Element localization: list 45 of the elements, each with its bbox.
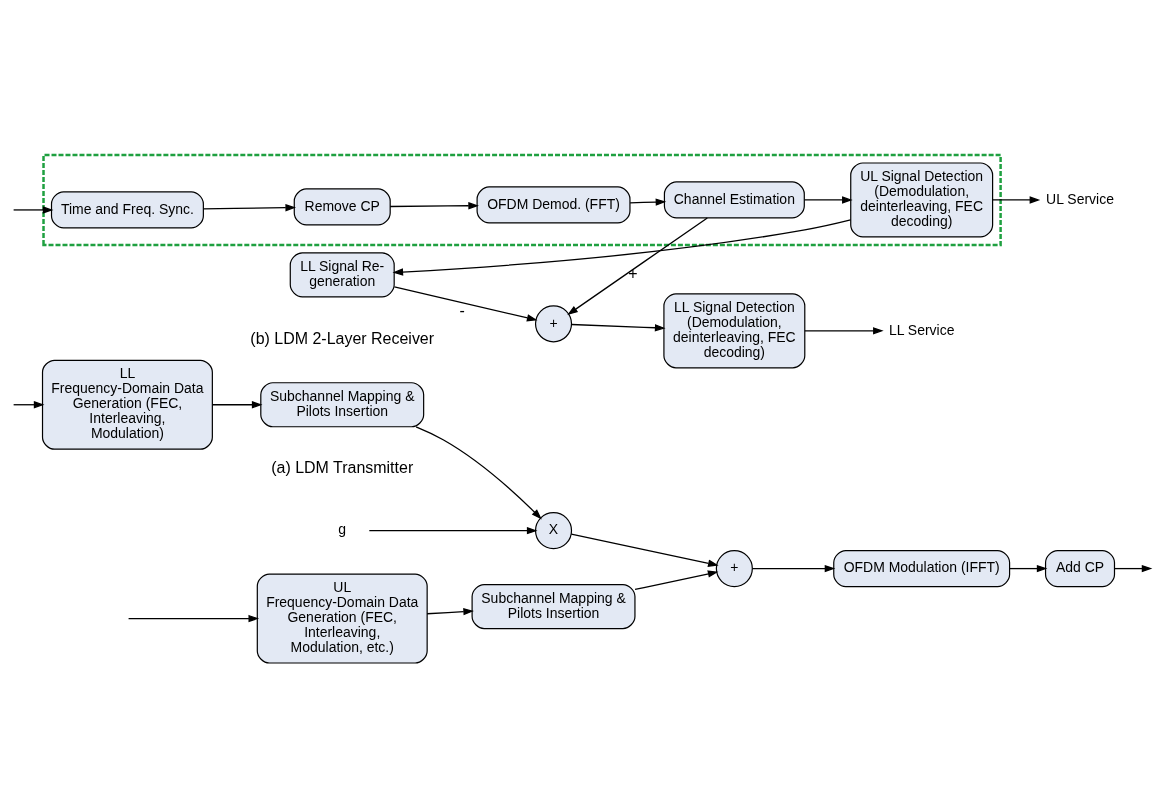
node-circle: + — [715, 550, 753, 588]
label: (a) LDM Transmitter — [271, 459, 414, 477]
arrow — [12, 401, 45, 409]
node-text: g — [338, 521, 347, 538]
node-box: Subchannel Mapping & Pilots Insertion — [260, 382, 425, 428]
arrow — [570, 533, 719, 567]
node-circle: X — [534, 512, 573, 550]
node-box: LL Signal Detection (Demodulation, deinterleaving, FEC decoding) — [663, 293, 806, 369]
arrow — [1009, 564, 1048, 573]
node-box: Add CP — [1044, 550, 1116, 588]
arrow — [567, 217, 708, 315]
node-text: UL Service — [1046, 190, 1114, 207]
node-box: LL Signal Re-generation — [289, 252, 395, 298]
arrow — [426, 607, 474, 616]
arrow — [991, 196, 1041, 204]
arrow — [211, 401, 263, 409]
edge-label: + — [628, 264, 638, 282]
arrow — [368, 526, 538, 535]
edge-label: - — [459, 302, 465, 320]
arrow — [202, 204, 296, 212]
arrow — [12, 206, 54, 214]
arrow — [751, 564, 836, 573]
node-box: Subchannel Mapping & Pilots Insertion — [471, 584, 636, 630]
arrow — [1113, 564, 1153, 573]
arrow — [389, 202, 479, 210]
node-circle: + — [534, 305, 573, 343]
node-box: Time and Freq. Sync. — [50, 191, 204, 229]
node-box: UL Signal Detection (Demodulation, deinterleaving, FEC decoding) — [850, 162, 994, 238]
arrow — [803, 196, 853, 204]
node-text: LL Service — [888, 321, 955, 338]
arrow — [393, 286, 538, 322]
arrow — [634, 570, 719, 591]
node-box: OFDM Demod. (FFT) — [476, 186, 631, 224]
label: (b) LDM 2-Layer Receiver — [250, 329, 435, 347]
node-box: Remove CP — [293, 188, 391, 226]
arrow — [571, 323, 666, 332]
node-box: OFDM Modulation (IFFT) — [833, 550, 1011, 588]
arrow — [804, 327, 884, 335]
arrow — [392, 219, 852, 276]
node-box: LL Frequency-Domain Data Generation (FEC, Interleaving, Modulation) — [41, 359, 213, 450]
arrow — [629, 198, 667, 206]
arrow — [127, 614, 260, 623]
node-box: UL Frequency-Domain Data Generation (FEC, Interleaving, Modulation, etc.) — [256, 573, 428, 664]
node-box: Channel Estimation — [663, 181, 805, 219]
arrow — [415, 426, 542, 520]
